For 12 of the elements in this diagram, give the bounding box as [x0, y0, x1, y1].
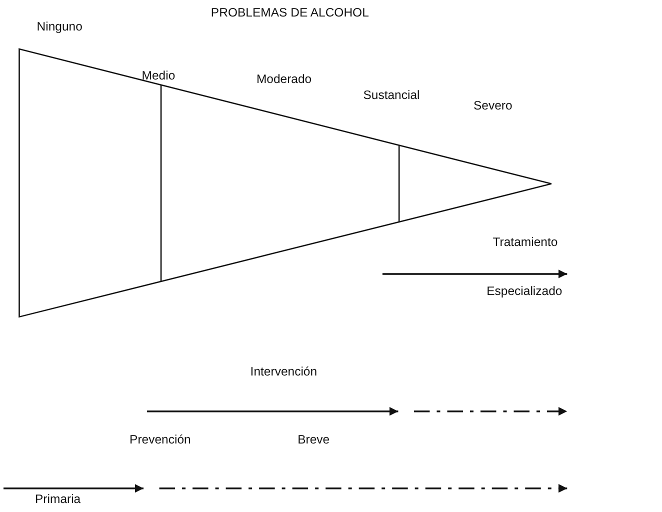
arrow-label: Primaria: [35, 492, 81, 506]
arrow-label: Breve: [298, 432, 330, 446]
stage-label: Moderado: [256, 72, 312, 86]
diagram-title: PROBLEMAS DE ALCOHOL: [210, 5, 369, 20]
stage-label: Ninguno: [36, 19, 82, 34]
arrow-label: Intervención: [250, 364, 318, 378]
arrow-label: Especializado: [486, 284, 562, 298]
stage-label: Medio: [142, 68, 176, 82]
arrow-label: Tratamiento: [492, 234, 558, 249]
arrow-label: Prevención: [130, 432, 191, 446]
stage-label: Sustancial: [363, 88, 420, 102]
stage-label: Severo: [474, 98, 512, 112]
